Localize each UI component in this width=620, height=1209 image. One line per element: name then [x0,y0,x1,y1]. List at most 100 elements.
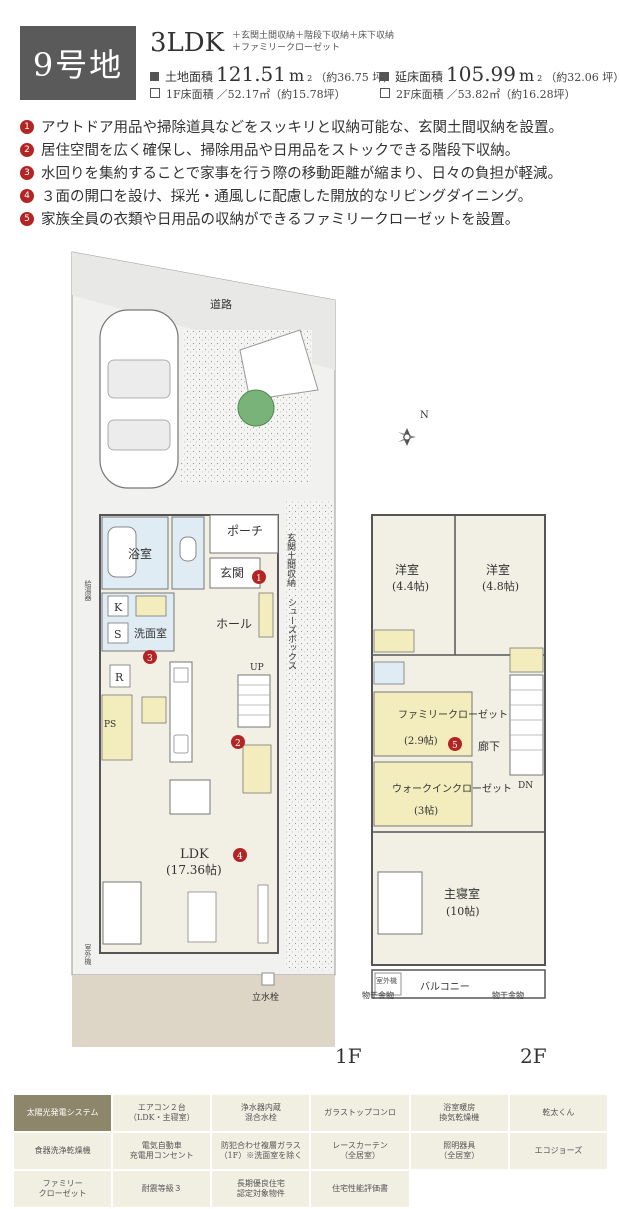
walk-in-label: ウォークインクローゼット [392,783,512,795]
floor-area-label: 延床面積 [395,70,444,84]
room2-closet [509,647,544,673]
feature-item: 長期優良住宅 認定対象物件 [212,1171,310,1207]
point-text: ３面の開口を設け、採光・通風しに配慮した開放的なリビングダイニング。 [41,189,533,205]
hall-label: ホール [216,617,252,631]
stairs-2f [509,674,544,776]
point-marker-number: 5 [452,741,458,751]
filled-square-icon [380,72,389,81]
k-unit [107,595,129,617]
tree-icon [237,389,275,427]
room2-size: (4.8帖) [482,580,519,593]
back-garden [72,975,335,1047]
hallway-label: 廊下 [478,739,500,753]
point-text: 居住空間を広く確保し、掃除用品や日用品をストックできる階段下収納。 [41,143,520,159]
toilet-2f [373,661,405,685]
porch-label: ポーチ [227,524,263,538]
point-item: 2 居住空間を広く確保し、掃除用品や日用品をストックできる階段下収納。 [20,138,610,161]
under-stair-storage [242,744,272,794]
shoe-box-label: シューズボックス [286,598,297,670]
bed-icon [377,871,423,935]
walk-in-size: (3帖) [414,804,438,817]
water-heater-label: 給湯器 [84,579,92,602]
point-number: 2 [20,142,34,157]
land-area-value: 121.51 [216,62,286,86]
first-floor-value: ／52.17㎡（約15.78坪） [216,88,346,101]
point-marker-3 [143,650,157,664]
first-floor-area: 1F床面積 ／52.17㎡（約15.78坪） [150,86,346,102]
floor-label-2f: 2F [520,1044,547,1068]
room2-label: 洋室 [486,562,510,577]
stove-icon [173,667,189,683]
point-item: 1 アウトドア用品や掃除道具などをスッキリと収納可能な、玄関土間収納を設置。 [20,115,610,138]
layout-options: ＋玄関土間収納＋階段下収納＋床下収納 ＋ファミリークローゼット [232,30,394,54]
s-unit [107,622,129,644]
outdoor-unit-label: 室外機 [84,943,92,966]
feature-item: 電気自動車 充電用コンセント [113,1133,211,1169]
second-floor-label: 2F床面積 [396,88,444,101]
bathtub-icon [107,526,137,578]
point-number: 3 [20,165,34,180]
feature-item: 住宅性能評価書 [311,1171,409,1207]
point-marker-1 [252,570,266,584]
compass-icon: N [398,410,429,446]
feature-grid: 太陽光発電システム エアコン２台 （LDK・主寝室） 浄水器内蔵 混合水栓 ガラ… [14,1095,607,1207]
room1-size: (4.4帖) [392,580,429,593]
feature-item: 照明器具 （全居室） [410,1133,508,1169]
porch [209,514,279,554]
toilet-icon [179,536,197,562]
empty-square-icon [150,88,160,98]
unit-sup: 2 [537,74,543,83]
point-number: 5 [20,211,34,226]
up-label: UP [250,663,264,673]
faucet-icon [261,972,275,986]
layout-option: ＋ファミリークローゼット [232,43,341,53]
ldk-size: (17.36帖) [166,862,222,877]
point-number: 4 [20,188,34,203]
floor-area-unit: m [519,66,535,85]
outdoor-unit-2f-label: 室外機 [376,976,397,985]
land-area-label: 土地面積 [165,70,214,84]
point-item: 3 水回りを集約することで家事を行う際の移動距離が縮まり、日々の負担が軽減。 [20,161,610,184]
hanger-label-left: 物干金物 [362,990,394,1000]
bath-label: 浴室 [128,546,152,561]
feature-item: 太陽光発電システム [14,1095,112,1131]
family-closet-label: ファミリークローゼット [398,709,508,721]
point-marker-number: 1 [256,574,262,584]
ldk-label: LDK [180,847,209,862]
shoe-box [258,592,274,638]
entrance-storage-label: 玄関土間収納 [285,532,296,588]
point-number: 1 [20,119,34,134]
kitchen-counter [169,661,193,763]
point-text: 水回りを集約することで家事を行う際の移動距離が縮まり、日々の負担が軽減。 [41,166,562,182]
lot-name: 9号地 [32,46,124,84]
master-size: (10帖) [446,905,480,918]
sofa-icon [102,881,142,945]
feature-item: 乾太くん [509,1095,607,1131]
feature-item: 浴室暖房 換気乾燥機 [410,1095,508,1131]
land-area-unit: m [289,66,305,85]
outdoor-unit-2f [374,972,402,996]
point-marker-5 [448,737,462,751]
entrance-label: 玄関 [220,565,244,580]
layout-type: 3LDK [150,28,225,58]
second-floor-area: 2F床面積 ／53.82㎡（約16.28坪） [380,86,576,102]
dining-table-icon [169,779,211,815]
feature-item: エアコン２台 （LDK・主寝室） [113,1095,211,1131]
point-marker-number: 4 [237,852,243,862]
point-text: アウトドア用品や掃除道具などをスッキリと収納可能な、玄関土間収納を設置。 [41,120,563,136]
s-label: S [114,628,122,641]
sink-icon [173,734,189,754]
dn-label: DN [518,781,533,791]
second-floor: 洋室 (4.4帖) 洋室 (4.8帖) ファミリークローゼット (2.9帖) 5… [362,514,547,1068]
north-label: N [420,410,429,421]
room1-closet [373,629,415,653]
point-marker-4 [233,848,247,862]
car-icon [99,309,179,489]
floor-plan: 道路 浴室 ポーチ 玄関 1 [71,251,547,1068]
entrance [209,557,261,589]
first-floor-label: 1F床面積 [166,88,214,101]
point-item: 4 ３面の開口を設け、採光・通風しに配慮した開放的なリビングダイニング。 [20,184,610,207]
